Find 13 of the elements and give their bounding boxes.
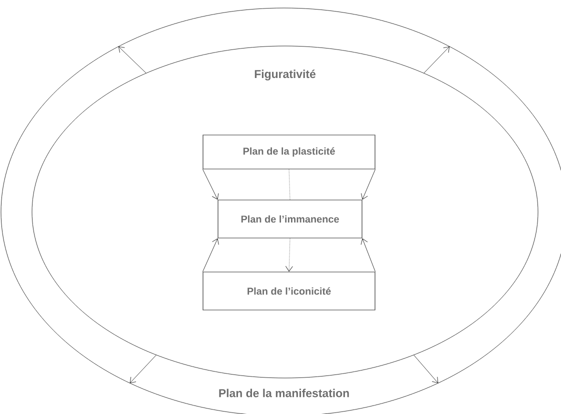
plane-box: Plan de l’immanence <box>218 200 362 238</box>
dotted-arrow <box>285 238 293 272</box>
arrow <box>414 354 438 384</box>
dotted-line <box>288 169 290 200</box>
arrow <box>202 238 219 272</box>
arrow <box>130 354 156 384</box>
arrow <box>360 169 376 200</box>
arrow <box>202 169 219 200</box>
arrow <box>424 46 450 74</box>
plane-box: Plan de la plasticité <box>202 134 376 170</box>
plane-box: Plan de l’iconicité <box>202 272 376 310</box>
arrow <box>118 46 146 74</box>
arrow <box>360 238 376 272</box>
